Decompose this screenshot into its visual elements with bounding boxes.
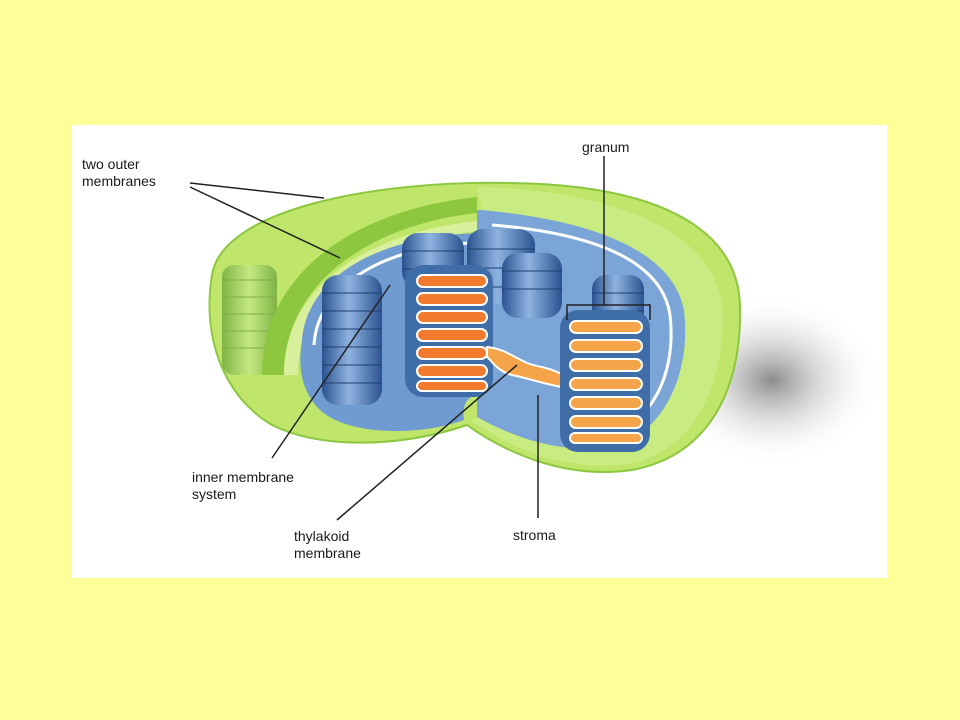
granum-cut-right <box>560 310 650 452</box>
label-line: system <box>192 486 237 502</box>
chloroplast-illustration <box>189 156 882 521</box>
label-stroma: stroma <box>513 527 556 543</box>
label-two-outer-membranes: two outer membranes <box>82 156 156 190</box>
label-inner-membrane-system: inner membrane system <box>192 469 294 503</box>
granum-cut-left <box>405 265 493 397</box>
leader-outer-membrane-1 <box>189 182 325 199</box>
label-line: inner membrane <box>192 469 294 485</box>
background-granum-left <box>222 265 277 375</box>
label-thylakoid-membrane: thylakoid membrane <box>294 528 361 562</box>
outer-membrane-band <box>262 197 477 375</box>
label-line: membranes <box>82 173 156 189</box>
leader-inner-membrane <box>271 284 391 459</box>
label-line: two outer <box>82 156 140 172</box>
label-granum: granum <box>582 139 630 155</box>
diagram-panel: two outer membranes granum inner membran… <box>72 125 887 578</box>
leader-granum-bracket <box>566 304 651 320</box>
granum-back-4 <box>502 253 562 318</box>
leader-outer-membrane-2 <box>189 186 341 259</box>
right-wall <box>472 187 723 466</box>
leader-thylakoid-membrane <box>336 364 518 521</box>
label-line: membrane <box>294 545 361 561</box>
label-line: thylakoid <box>294 528 350 544</box>
